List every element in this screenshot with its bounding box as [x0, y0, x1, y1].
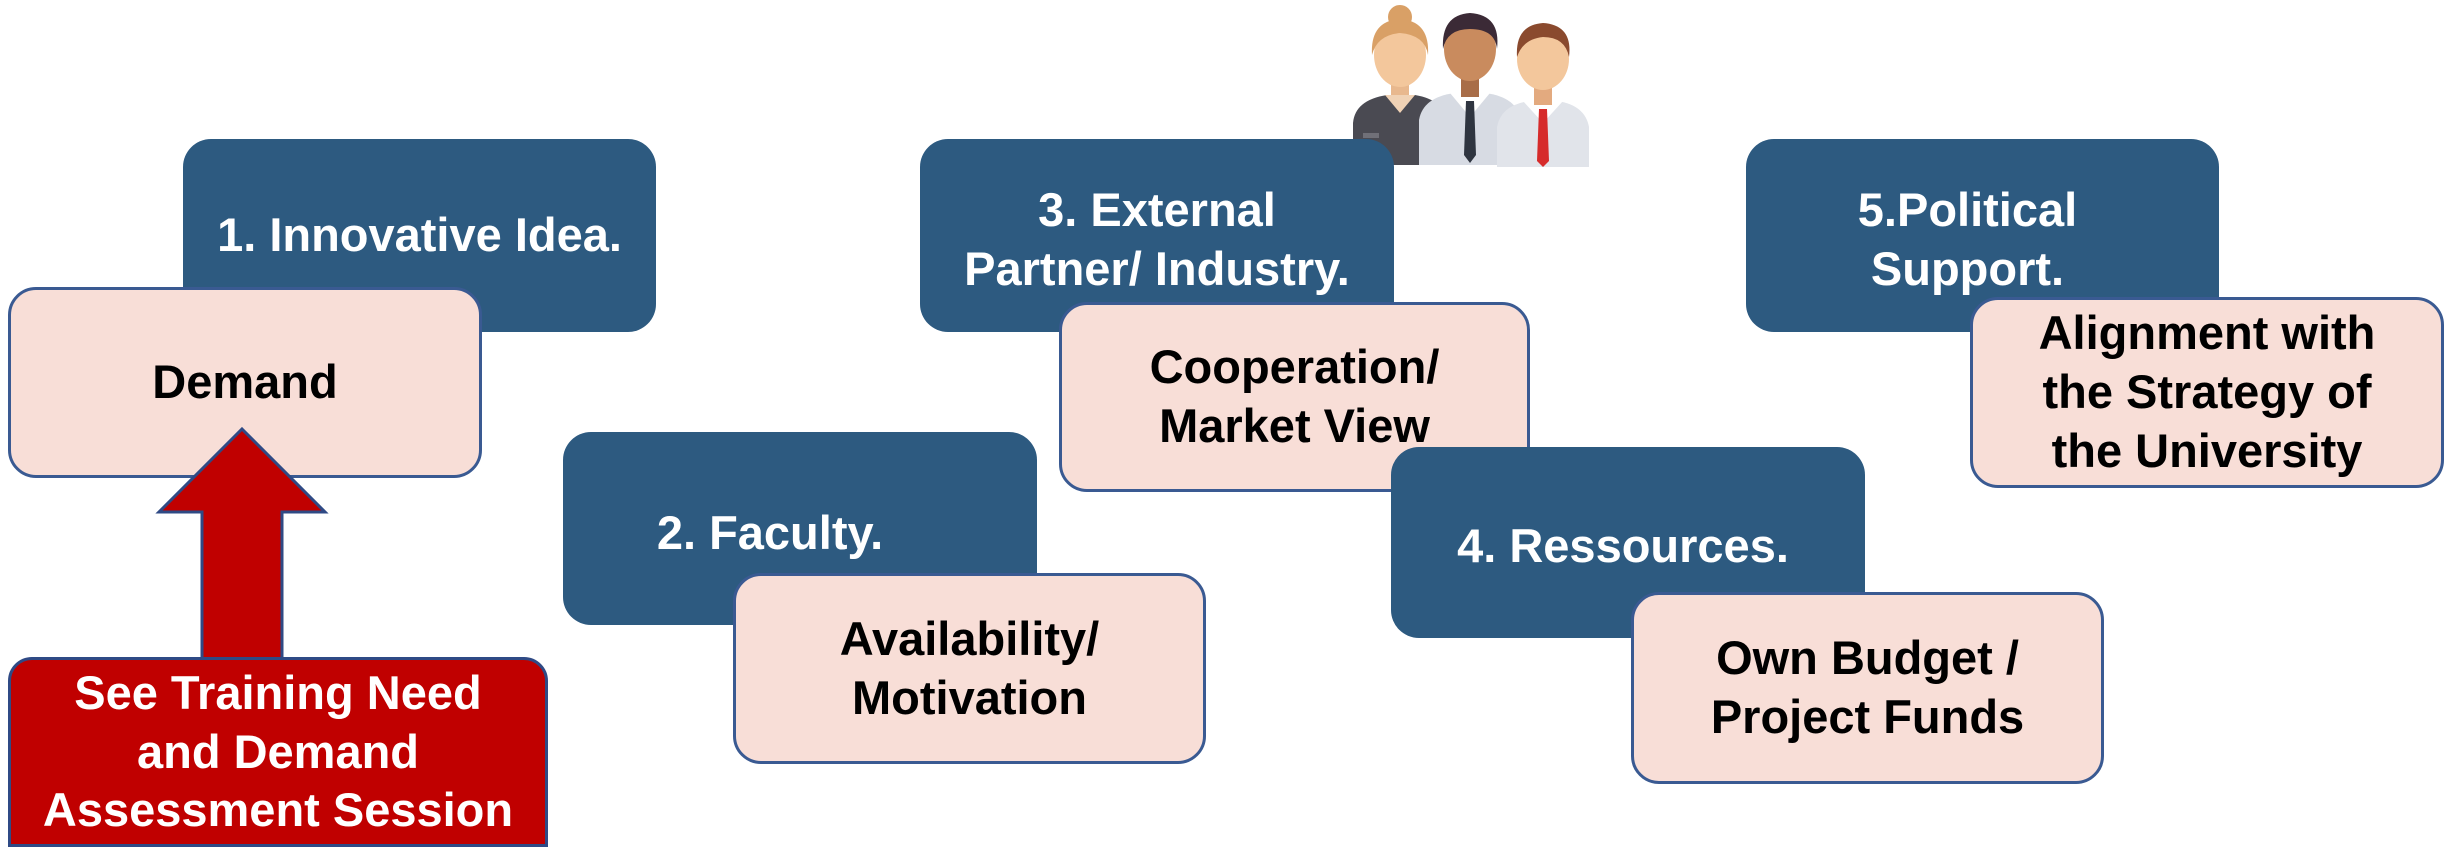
- factor-4-detail-box: Own Budget / Project Funds: [1631, 592, 2104, 784]
- factor-1-title: 1. Innovative Idea.: [217, 208, 622, 262]
- factor-3-detail: Cooperation/ Market View: [1149, 340, 1440, 452]
- factor-5-detail-box: Alignment with the Strategy of the Unive…: [1970, 297, 2444, 488]
- up-arrow: [155, 426, 329, 665]
- factor-2-detail: Availability/ Motivation: [839, 611, 1100, 724]
- factor-3-title: 3. External Partner/ Industry.: [964, 183, 1350, 295]
- factor-4-detail: Own Budget / Project Funds: [1710, 631, 2025, 743]
- factor-2-title: 2. Faculty.: [656, 506, 884, 559]
- factor-5-detail: Alignment with the Strategy of the Unive…: [2038, 306, 2376, 477]
- people-group-icon: [1353, 5, 1589, 167]
- factor-4-title: 4. Ressources.: [1457, 519, 1789, 572]
- training-callout-text: See Training Need and Demand Assessment …: [42, 665, 514, 837]
- factor-5-title: 5.Political Support.: [1857, 183, 2078, 295]
- training-callout-box: See Training Need and Demand Assessment …: [8, 657, 548, 847]
- factor-1-detail: Demand: [152, 355, 338, 409]
- factor-3-box: 3. External Partner/ Industry.: [920, 139, 1394, 332]
- factor-2-detail-box: Availability/ Motivation: [733, 573, 1206, 764]
